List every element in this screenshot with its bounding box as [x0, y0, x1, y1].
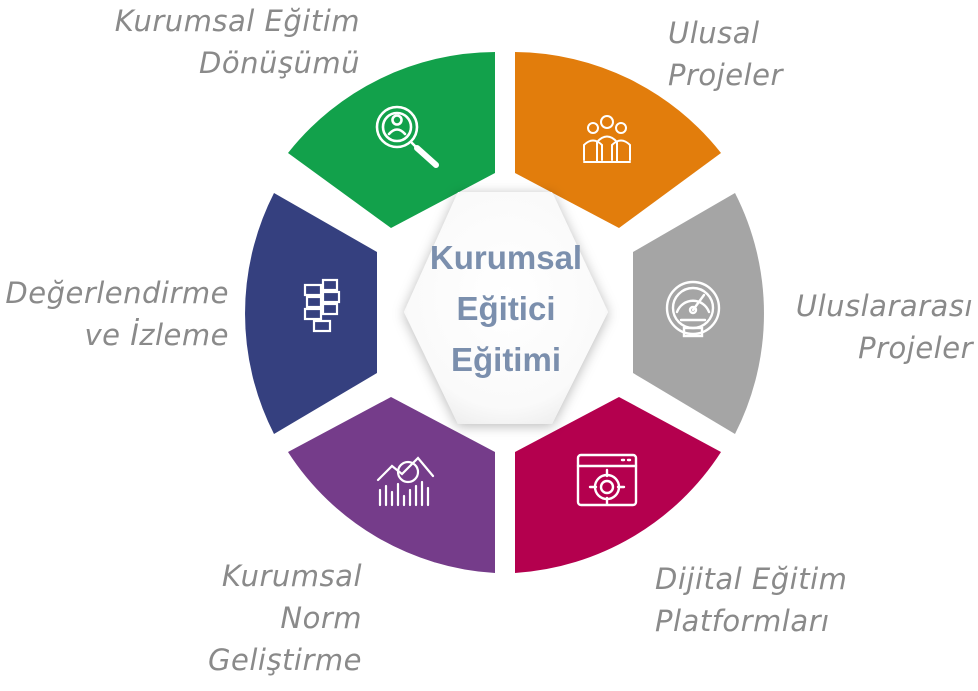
search-person-icon — [375, 105, 439, 168]
label-line: Kurumsal Eğitim — [114, 4, 360, 38]
label-line: Dijital Eğitim — [655, 562, 848, 596]
label-kurumsal-egitim-donusumu: Kurumsal Eğitim Dönüşümü — [90, 0, 360, 84]
label-dijital-egitim-platformlari: Dijital Eğitim Platformları — [655, 558, 885, 642]
segment-uluslararasi-projeler — [633, 193, 764, 434]
center-title-line-1: Kurumsal — [429, 239, 583, 276]
label-line: Norm — [280, 601, 362, 635]
label-ulusal-projeler: Ulusal Projeler — [668, 12, 818, 96]
label-line: Uluslararası — [795, 289, 973, 323]
label-line: Platformları — [655, 604, 830, 638]
label-line: Ulusal — [668, 16, 760, 50]
segment-kurumsal-norm-gelistirme — [288, 397, 495, 573]
label-line: Geliştirme — [208, 643, 362, 677]
label-degerlendirme-ve-izleme: Değerlendirme ve İzleme — [4, 272, 229, 356]
center-hexagon — [404, 192, 608, 424]
label-line: Dönüşümü — [199, 46, 360, 80]
label-kurumsal-norm-gelistirme: Kurumsal Norm Geliştirme — [150, 555, 362, 681]
browser-target-icon — [576, 453, 638, 507]
label-uluslararasi-projeler: Uluslararası Projeler — [735, 285, 973, 369]
gauge-icon — [665, 280, 721, 338]
label-line: Kurumsal — [221, 559, 362, 593]
center-title-line-3: Eğitimi — [450, 341, 561, 378]
label-line: ve İzleme — [84, 318, 229, 352]
label-line: Değerlendirme — [5, 276, 229, 310]
chart-magnifier-icon — [376, 456, 435, 507]
label-line: Projeler — [668, 58, 783, 92]
segment-degerlendirme-ve-izleme — [245, 193, 377, 434]
building-blocks-icon — [303, 278, 341, 333]
center-title: Kurumsal Eğitici Eğitimi — [400, 232, 612, 385]
center-title-line-2: Eğitici — [456, 290, 556, 327]
label-line: Projeler — [858, 331, 973, 365]
team-icon — [583, 115, 631, 163]
